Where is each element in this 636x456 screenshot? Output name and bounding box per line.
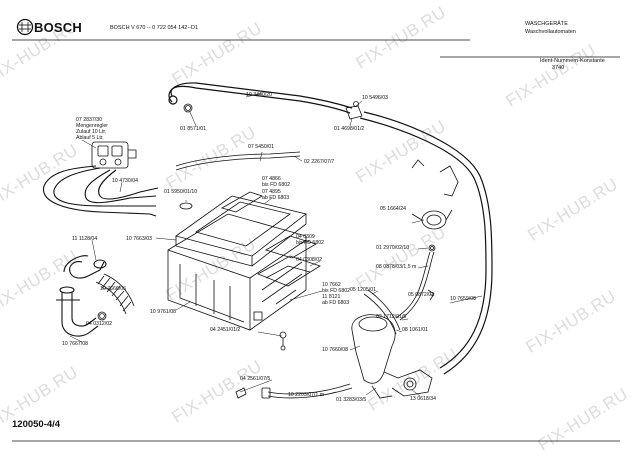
part-label: bis FD 6802 bbox=[262, 182, 290, 188]
seal-ring-icon bbox=[179, 202, 193, 210]
screw-icon bbox=[279, 331, 287, 351]
part-label: 04 0312/02 bbox=[86, 321, 112, 327]
inlet-valve-icon bbox=[91, 141, 137, 169]
pressure-switch-icon bbox=[411, 159, 459, 230]
small-hose-icon bbox=[367, 289, 401, 331]
part-label: 02 2267/07/7 bbox=[304, 159, 335, 165]
part-label: 01 4698/01/2 bbox=[334, 126, 365, 132]
part-label: 05 0872/02 bbox=[408, 292, 434, 298]
part-label: 04 0308/02 bbox=[296, 257, 322, 263]
hose-fitting-icon bbox=[345, 101, 363, 120]
part-label: 10 2203/07/1 m bbox=[288, 392, 325, 398]
part-label: 10 7659/08 bbox=[450, 296, 476, 302]
drain-elbow-icon bbox=[63, 255, 107, 279]
pressure-tube-icon bbox=[395, 251, 431, 319]
part-label: bis FD 6802 bbox=[322, 288, 350, 294]
part-label: 04 2451/01/2 bbox=[210, 327, 241, 333]
drawing-code: 120050-4/4 bbox=[12, 419, 61, 430]
part-label: 01 8571/01 bbox=[180, 126, 206, 132]
siphon-trap-icon bbox=[56, 286, 99, 337]
part-label: bis FD 6802 bbox=[296, 240, 324, 246]
drain-pump-icon bbox=[351, 314, 433, 399]
part-label: 07 4895 bbox=[262, 189, 281, 195]
part-label: 05 1664/24 bbox=[380, 206, 406, 212]
model-number: BOSCH V 670 -- 0 722 054 142--D1 bbox=[110, 25, 199, 31]
inlet-hoses-icon bbox=[43, 165, 159, 217]
part-label: 01 5950/01/10 bbox=[164, 189, 198, 195]
part-label: 08 1061/01 bbox=[402, 327, 428, 333]
part-label: 11 1128/04 bbox=[72, 236, 98, 242]
drain-hose-icon bbox=[359, 111, 493, 375]
part-label: 01 2970/02/10 bbox=[376, 245, 410, 251]
part-label: 11 8121 bbox=[322, 294, 341, 300]
part-label: 07 2837/30 bbox=[76, 117, 102, 123]
part-label: Mengenregler bbox=[76, 123, 109, 129]
category-title: WASCHGERÄTE bbox=[525, 21, 568, 27]
part-label: 10 5496/03 bbox=[362, 95, 388, 101]
small-tube-icon bbox=[175, 151, 301, 167]
part-label: 02 1712/01/5 bbox=[376, 314, 407, 320]
part-label: 10 7660/08 bbox=[322, 347, 348, 353]
top-hose-icon bbox=[168, 82, 353, 114]
category-subtitle: Waschvollautomaten bbox=[525, 29, 576, 35]
detergent-dispenser-icon bbox=[167, 191, 307, 331]
part-label: 07 4866 bbox=[262, 176, 281, 182]
part-label: 10 7662 bbox=[322, 282, 341, 288]
part-label: Ablauf 5 Ltr. bbox=[76, 135, 104, 141]
part-label: ab FD 6803 bbox=[322, 300, 350, 306]
part-label: 07 5450/01 bbox=[248, 144, 274, 150]
hose-clamp-icon bbox=[183, 103, 193, 113]
bosch-logo-icon bbox=[16, 18, 34, 36]
part-label: 10 7667/08 bbox=[62, 341, 88, 347]
part-label: ab FD 6803 bbox=[262, 195, 290, 201]
part-label: 10 9761/08 bbox=[150, 309, 176, 315]
hose-clamp-icon bbox=[97, 311, 107, 321]
part-label: 04 2561/07/5 bbox=[240, 376, 271, 382]
tube-plug-icon bbox=[261, 387, 271, 399]
part-label: 05 1205/01 bbox=[350, 287, 376, 293]
part-label: Zulauf 10 Ltr. bbox=[76, 129, 107, 135]
drawer-insert-icon bbox=[257, 235, 321, 287]
part-label: 10 7666/06 bbox=[100, 286, 126, 292]
part-label: 10 3440/20 bbox=[246, 92, 272, 98]
ident-value: 3740 bbox=[552, 65, 565, 71]
part-label: 01 3283/03/5 bbox=[336, 397, 367, 403]
clamp-ring-icon bbox=[428, 244, 436, 252]
part-label: 08 0878/03/1,5 m bbox=[376, 264, 417, 270]
corrugated-hose-icon bbox=[95, 273, 135, 315]
ident-label: Ident-Nummern-Konstante bbox=[540, 58, 605, 64]
leader-lines bbox=[69, 92, 483, 397]
hose-clip-icon bbox=[427, 289, 435, 301]
part-label: 13 0618/34 bbox=[410, 396, 436, 402]
drain-tube-icon bbox=[267, 383, 351, 395]
part-label: 10 7663/03 bbox=[126, 236, 152, 242]
part-label: 04 0309 bbox=[296, 234, 315, 240]
brand-logo: BOSCH bbox=[34, 20, 82, 35]
part-label: 10 4730/04 bbox=[112, 178, 138, 184]
small-clip-icon bbox=[235, 387, 247, 399]
